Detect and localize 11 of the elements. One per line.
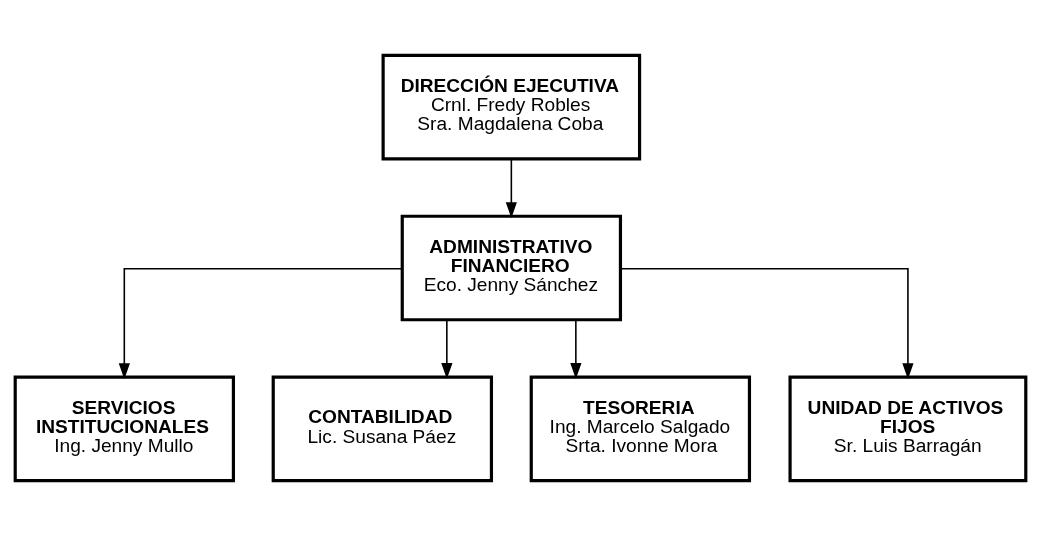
arrow <box>619 268 914 380</box>
node-box: ADMINISTRATIVO FINANCIERO Eco. Jenny Sánchez <box>400 214 623 322</box>
node-box: TESORERIA Ing. Marcelo Salgado Srta. Ivonne Mora <box>529 375 752 483</box>
arrow <box>118 268 403 380</box>
arrow <box>570 319 582 380</box>
arrow <box>441 319 453 380</box>
node-box: UNIDAD DE ACTIVOS FIJOS Sr. Luis Barragán <box>788 375 1028 483</box>
node-box: CONTABILIDAD Lic. Susana Páez <box>271 375 494 483</box>
node-box: SERVICIOS INSTITUCIONALES Ing. Jenny Mullo <box>13 375 235 483</box>
arrow <box>505 158 517 219</box>
node-box: DIRECCIÓN EJECUTIVA Crnl. Fredy Robles Sra. Magdalena Coba <box>381 53 642 161</box>
